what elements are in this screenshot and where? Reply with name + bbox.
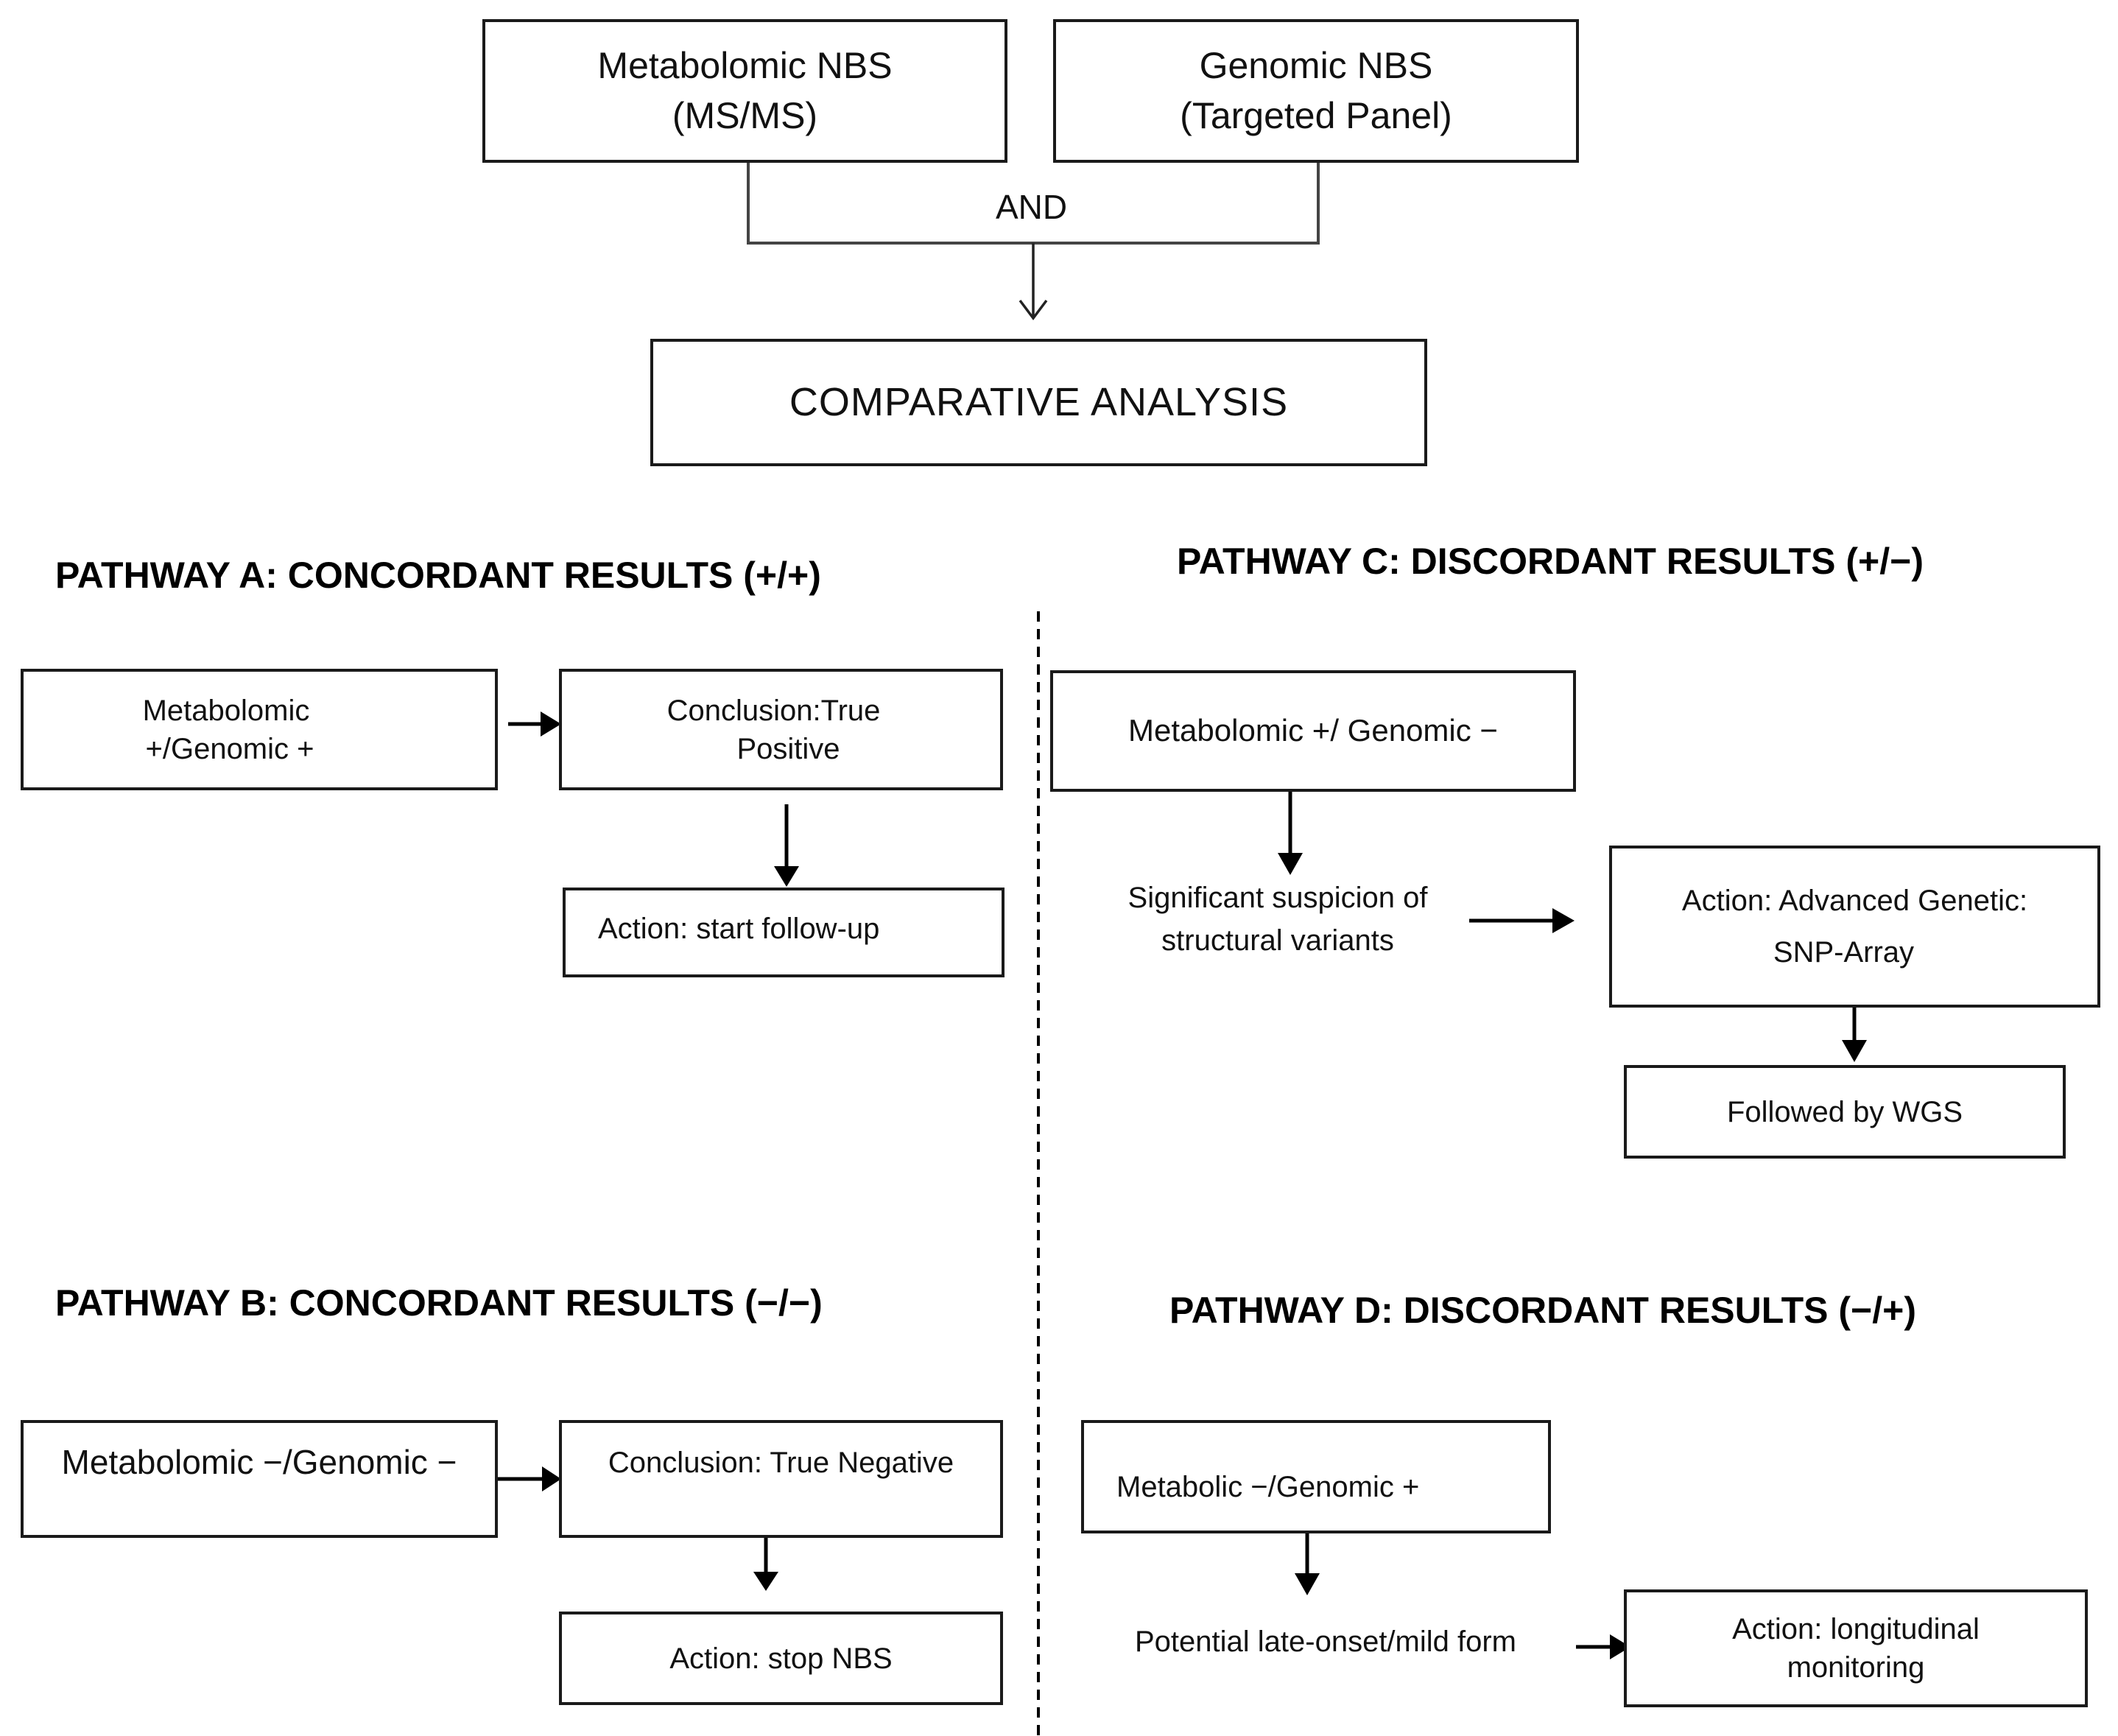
arrow-a-conclusion-to-action	[774, 804, 799, 887]
pathway-d-heading: PATHWAY D: DISCORDANT RESULTS (−/+)	[1169, 1290, 1916, 1331]
pathway-b-action-label: Action: stop NBS	[669, 1642, 893, 1675]
pathway-a-heading: PATHWAY A: CONCORDANT RESULTS (+/+)	[55, 555, 821, 596]
pathway-a-conclusion-line1: Conclusion:True	[666, 694, 881, 727]
pathway-a-action-label: Action: start follow-up	[598, 913, 880, 945]
pathway-a-conclusion-box: Conclusion:True Positive	[559, 669, 1003, 790]
pathway-d-result-box: Metabolic −/Genomic +	[1081, 1420, 1551, 1533]
genomic-nbs-box: Genomic NBS (Targeted Panel)	[1053, 19, 1579, 163]
arrow-c-suspicion-to-action	[1469, 908, 1575, 933]
pathway-b-heading: PATHWAY B: CONCORDANT RESULTS (−/−)	[55, 1282, 823, 1324]
arrow-d-result-to-potential	[1295, 1533, 1320, 1595]
comparative-analysis-box: COMPARATIVE ANALYSIS	[650, 339, 1427, 466]
pathway-a-result-line2: +/Genomic +	[145, 732, 314, 765]
pathway-c-followup-label: Followed by WGS	[1726, 1095, 1963, 1128]
pathway-c-suspicion-text: Significant suspicion of structural vari…	[1086, 876, 1469, 962]
arrow-d-potential-to-action	[1576, 1634, 1630, 1659]
pathway-b-conclusion-label: Conclusion: True Negative	[608, 1447, 954, 1479]
genomic-nbs-method: (Targeted Panel)	[1180, 94, 1452, 136]
pathway-a-action-box: Action: start follow-up	[563, 888, 1005, 977]
pathway-a-conclusion-line2: Positive	[736, 732, 840, 765]
metabolomic-nbs-method: (MS/MS)	[672, 94, 818, 136]
pathway-c-result-label: Metabolomic +/ Genomic −	[1128, 713, 1498, 748]
pathway-b-action-box: Action: stop NBS	[559, 1612, 1003, 1705]
and-label: AND	[996, 188, 1068, 226]
pathway-b-conclusion-box: Conclusion: True Negative	[559, 1420, 1003, 1538]
pathway-c-followup-box: Followed by WGS	[1624, 1065, 2066, 1159]
pathway-b-result-label: Metabolomic −/Genomic −	[61, 1443, 457, 1481]
pathway-c-action-line2: SNP-Array	[1773, 936, 1915, 969]
pathway-d-result-label: Metabolic −/Genomic +	[1116, 1471, 1420, 1503]
pathway-b-result-box: Metabolomic −/Genomic −	[21, 1420, 498, 1538]
metabolomic-nbs-title: Metabolomic NBS	[597, 45, 893, 86]
pathway-d-action-line2: monitoring	[1787, 1651, 1925, 1684]
arrow-b-conclusion-to-action	[753, 1538, 778, 1591]
pathway-d-potential-text: Potential late-onset/mild form	[1105, 1620, 1547, 1663]
pathway-a-result-line1: Metabolomic	[142, 694, 310, 727]
pathway-c-heading: PATHWAY C: DISCORDANT RESULTS (+/−)	[1177, 541, 1924, 582]
comparative-analysis-label: COMPARATIVE ANALYSIS	[789, 380, 1289, 425]
arrow-to-comparative	[1018, 243, 1048, 320]
pathway-c-suspicion-line2: structural variants	[1161, 924, 1394, 957]
pathway-c-result-box: Metabolomic +/ Genomic −	[1050, 670, 1576, 792]
pathway-c-action-box: Action: Advanced Genetic: SNP-Array	[1609, 846, 2100, 1008]
genomic-nbs-title: Genomic NBS	[1199, 45, 1433, 86]
arrow-a-result-to-conclusion	[508, 711, 561, 737]
pathway-c-action-line1: Action: Advanced Genetic:	[1681, 885, 2028, 917]
arrow-c-action-to-wgs	[1842, 1008, 1867, 1062]
pathway-d-action-line1: Action: longitudinal	[1732, 1613, 1980, 1645]
pathway-d-potential-label: Potential late-onset/mild form	[1134, 1626, 1516, 1658]
arrow-c-result-to-suspicion	[1278, 792, 1303, 875]
arrow-b-result-to-conclusion	[498, 1466, 561, 1491]
pathway-d-action-box: Action: longitudinal monitoring	[1624, 1589, 2088, 1707]
pathway-a-result-box: Metabolomic +/Genomic +	[21, 669, 498, 790]
metabolomic-nbs-box: Metabolomic NBS (MS/MS)	[482, 19, 1007, 163]
pathway-c-suspicion-line1: Significant suspicion of	[1127, 882, 1428, 914]
